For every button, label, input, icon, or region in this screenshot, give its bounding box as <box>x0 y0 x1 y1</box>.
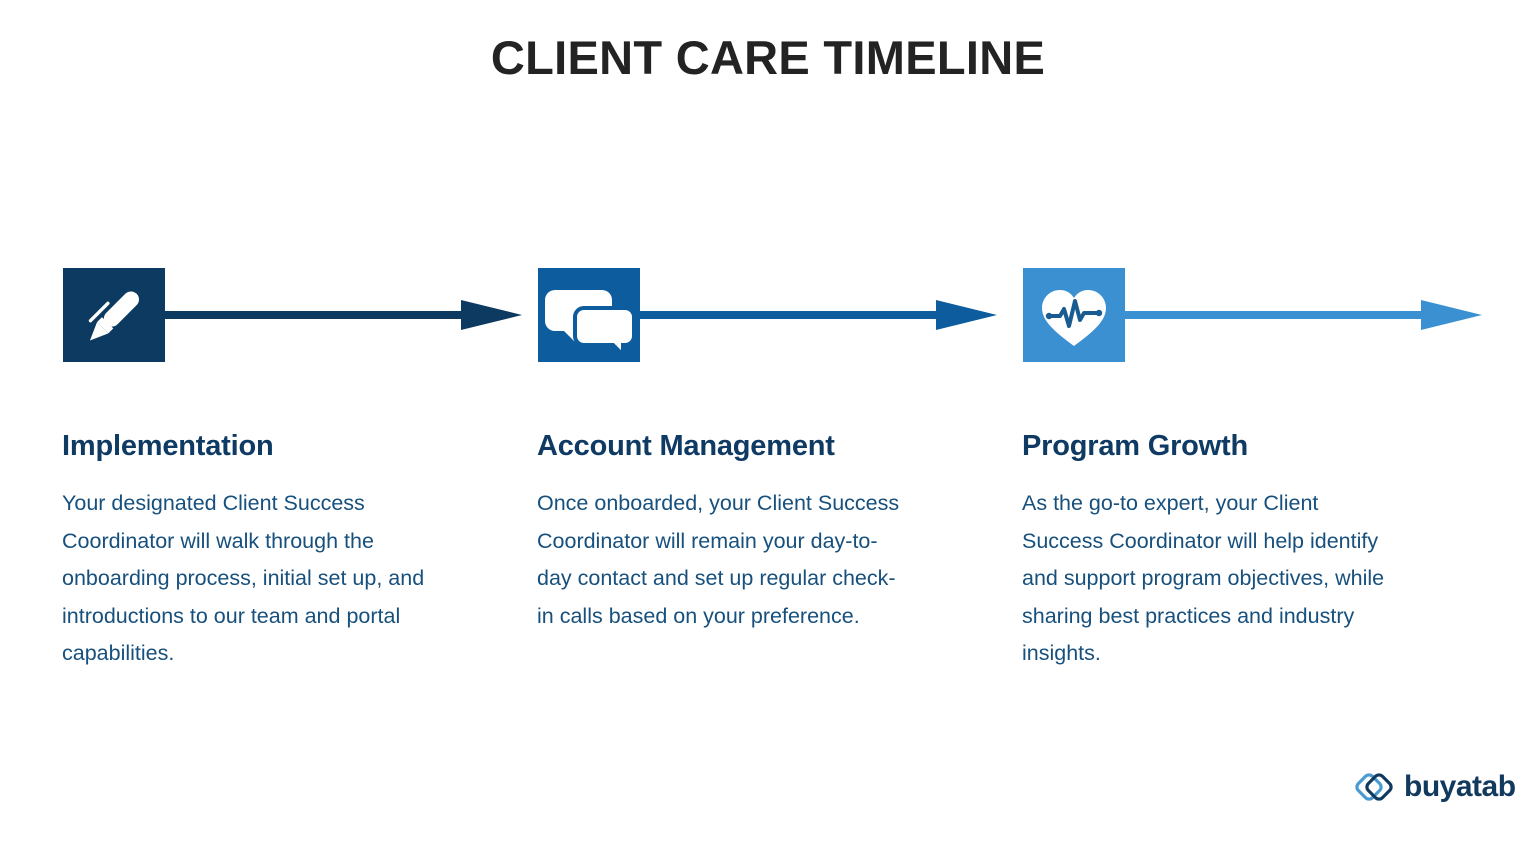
column-heading-implementation: Implementation <box>62 430 274 462</box>
heart-pulse-icon <box>1023 268 1125 362</box>
column-account-management: Account Management Once onboarded, your … <box>537 430 937 635</box>
arrow-program-growth-end <box>1125 300 1482 330</box>
column-body-account-management: Once onboarded, your Client Success Coor… <box>537 491 900 628</box>
brand-wordmark: buyatab <box>1404 770 1516 803</box>
brand-logo: buyatab <box>1353 766 1516 808</box>
arrow-implementation-to-account-management <box>165 300 522 330</box>
column-heading-account-management: Account Management <box>537 430 835 462</box>
column-program-growth: Program Growth As the go-to expert, your… <box>1022 430 1422 673</box>
page-title: CLIENT CARE TIMELINE <box>490 31 1046 84</box>
column-body-implementation: Your designated Client Success Coordinat… <box>62 491 425 666</box>
arrow-account-management-to-program-growth <box>640 300 997 330</box>
buyatab-diamond-logo-icon <box>1355 773 1393 801</box>
pen-icon <box>63 268 165 362</box>
chat-bubbles-icon <box>538 268 640 362</box>
column-implementation: Implementation Your designated Client Su… <box>62 430 462 673</box>
column-body-program-growth: As the go-to expert, your Client Success… <box>1022 491 1385 666</box>
column-heading-program-growth: Program Growth <box>1022 430 1248 462</box>
